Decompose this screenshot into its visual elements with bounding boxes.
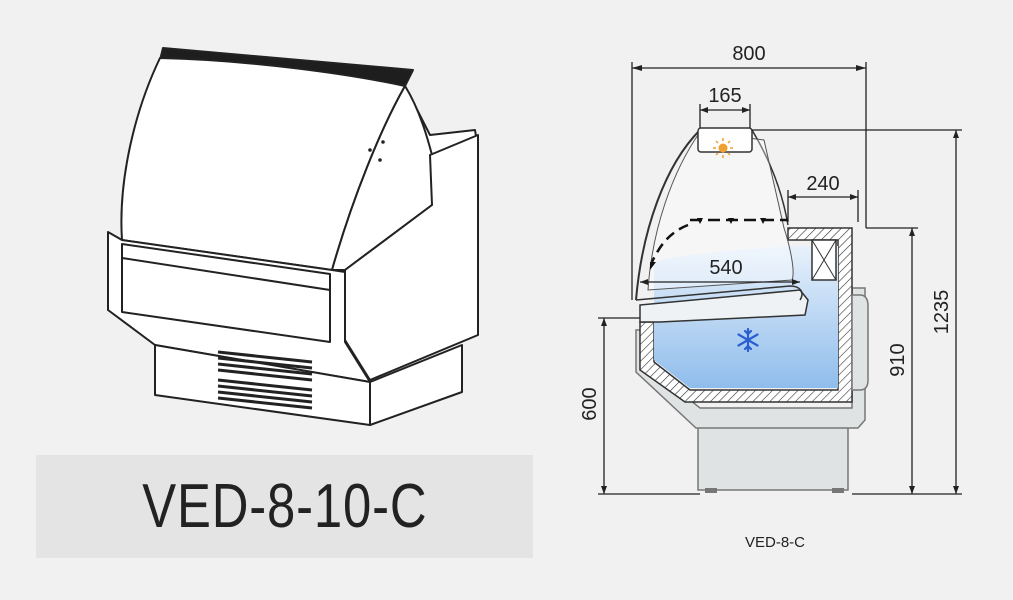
dim-counter-height: 910 [887, 343, 909, 376]
base-cabinet [697, 417, 849, 491]
dim-display-depth: 540 [709, 257, 742, 279]
section-caption: VED-8-C [744, 534, 805, 551]
model-title: VED-8-10-C [141, 472, 428, 541]
dim-width: 800 [732, 43, 765, 65]
snowflake-icon [737, 327, 759, 353]
model-banner: VED-8-10-C [36, 455, 533, 558]
dim-top-shelf-depth: 240 [806, 173, 839, 195]
foot [832, 488, 844, 493]
sun-icon [713, 138, 733, 158]
section-drawing: 800 165 240 540 1235 910 600 [579, 43, 962, 495]
product-illustration [107, 47, 479, 426]
dim-total-height: 1235 [931, 290, 953, 335]
front-glass [635, 129, 701, 301]
dim-base-height: 600 [579, 387, 601, 420]
foot [705, 488, 717, 493]
dim-light-width: 165 [708, 85, 741, 107]
